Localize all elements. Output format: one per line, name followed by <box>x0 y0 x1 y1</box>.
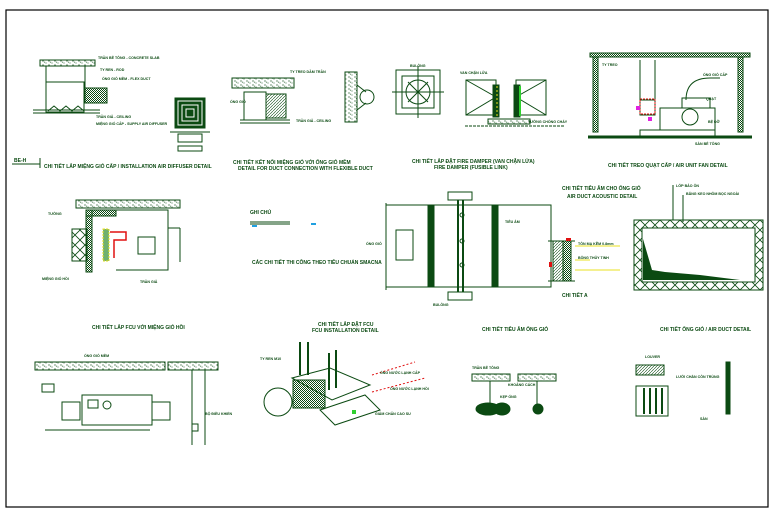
d12-label: TRẦN BÊ TÔNG <box>472 365 500 370</box>
d9-label: BĂNG KEO NHÔM BỌC NGOÀI <box>686 191 739 196</box>
detail-1-diffuser <box>33 59 210 152</box>
detail-9-duct-section <box>633 185 764 291</box>
detail-11-fcu-isometric <box>263 342 426 426</box>
fire-damper-plan-partial <box>392 66 444 118</box>
d4-label: ỐNG GIÓ CẤP <box>703 72 728 77</box>
d8-label: TÔN MẠ KẼM 0.8mm <box>578 241 614 246</box>
d7-label: ỐNG GIÓ <box>366 241 382 246</box>
d4-label: SÀN BÊ TÔNG <box>695 141 720 146</box>
d11-label: GIẢM CHẤN CAO SU <box>375 411 411 416</box>
detail-6-note: CÁC CHI TIẾT THI CÔNG THEO TIÊU CHUẨN SM… <box>252 258 382 266</box>
d10-label: ỐNG GIÓ MỀM <box>84 353 109 358</box>
d13-label: LOUVER <box>645 355 660 359</box>
detail-6-notes <box>250 203 387 290</box>
detail-7-duct-silencer <box>385 191 552 301</box>
detail-8-section: CHI TIẾT A <box>562 292 588 299</box>
detail-13-louver <box>635 361 731 417</box>
diffuser-plan <box>174 97 206 129</box>
detail-8-subtitle: AIR DUCT ACOUSTIC DETAIL <box>567 194 637 200</box>
d1-label: TRẦN GIẢ - CEILING <box>96 114 131 119</box>
detail-6-title: GHI CHÚ <box>250 209 272 216</box>
d2-label: TY TREO DẦM TRẦN <box>290 70 326 74</box>
detail-4-title: CHI TIẾT TREO QUẠT CẤP / AIR UNIT FAN DE… <box>608 162 728 169</box>
detail-8-title: CHI TIẾT TIÊU ÂM CHO ỐNG GIÓ <box>562 184 641 192</box>
d12-label: KẸP ỐNG <box>500 394 517 399</box>
d3-label: TƯỜNG CHỐNG CHÁY <box>528 119 568 124</box>
detail-7-title: CHI TIẾT TIÊU ÂM ỐNG GIÓ <box>482 325 548 333</box>
d9-label: LỚP BẢO ÔN <box>676 183 699 188</box>
detail-2-subtitle: DETAIL FOR DUCT CONNECTION WITH FLEXIBLE… <box>238 166 373 172</box>
d10-label: BỘ ĐIỀU KHIỂN <box>205 411 233 416</box>
d8-label: BÔNG THỦY TINH <box>578 255 609 260</box>
d11-label: ỐNG NƯỚC LẠNH HỒI <box>390 386 429 391</box>
sheet-ref-tag: BE-H <box>14 158 27 164</box>
detail-3-fire-damper <box>465 79 565 127</box>
detail-12-pipe-hanger <box>471 373 557 416</box>
d12-label: KHOẢNG CÁCH <box>508 382 536 387</box>
detail-10-ceiling-fcu <box>34 361 219 445</box>
detail-3-title: CHI TIẾT LẮP ĐẶT FIRE DAMPER (VAN CHẶN L… <box>412 157 535 165</box>
d3-label: BULÔNG <box>410 63 426 68</box>
detail-9-title: CHI TIẾT ỐNG GIÓ / AIR DUCT DETAIL <box>660 325 751 333</box>
d7-label: BULÔNG <box>433 302 449 307</box>
detail-2-duct-connection <box>231 66 444 124</box>
detail-5-title: CHI TIẾT LẮP FCU VỚI MIỆNG GIÓ HỒI <box>92 323 185 331</box>
detail-11-title: CHI TIẾT LẮP ĐẶT FCU <box>318 320 374 328</box>
detail-11-subtitle: FCU INSTALLATION DETAIL <box>312 328 379 334</box>
d5-label: TƯỜNG <box>48 211 62 216</box>
d5-label: MIỆNG GIÓ HỒI <box>42 276 69 281</box>
d4-label: BỆ ĐỠ <box>708 119 721 124</box>
d13-label: LƯỚI CHẮN CÔN TRÙNG <box>676 374 720 379</box>
detail-2-title: CHI TIẾT KẾT NỐI MIỆNG GIÓ VỚI ỐNG GIÓ M… <box>233 158 351 166</box>
d7-label: TIÊU ÂM <box>505 219 520 224</box>
d1-label: MIỆNG GIÓ CẤP - SUPPLY AIR DIFFUSER <box>96 121 167 126</box>
detail-5-fcu-return <box>71 199 181 273</box>
d1-label: TY REN - ROD <box>100 68 125 72</box>
d5-label: TRẦN GIẢ <box>140 279 158 284</box>
d2-label: ỐNG GIÓ <box>230 99 246 104</box>
d1-label: ỐNG GIÓ MỀM - FLEX DUCT <box>102 76 151 81</box>
d11-label: ỐNG NƯỚC LẠNH CẤP <box>380 370 421 375</box>
d4-label: TY TREO <box>602 63 618 67</box>
d4-label: QUẠT <box>706 97 717 101</box>
detail-1-title: CHI TIẾT LẮP MIỆNG GIÓ CẤP / INSTALLATIO… <box>44 162 212 170</box>
detail-4-air-unit-fan <box>588 52 752 139</box>
sheet-frame <box>5 9 769 508</box>
detail-8-acoustic-section <box>548 238 620 282</box>
d3-label: VAN CHẶN LỬA <box>460 70 488 75</box>
d2-label: TRẦN GIẢ - CEILING <box>296 118 331 123</box>
d1-label: TRẦN BÊ TÔNG - CONCRETE SLAB <box>98 55 160 60</box>
detail-3-subtitle: FIRE DAMPER (FUSIBLE LINK) <box>434 165 508 171</box>
d11-label: TY REN M10 <box>260 357 281 361</box>
d13-label: SÀN <box>700 416 708 421</box>
